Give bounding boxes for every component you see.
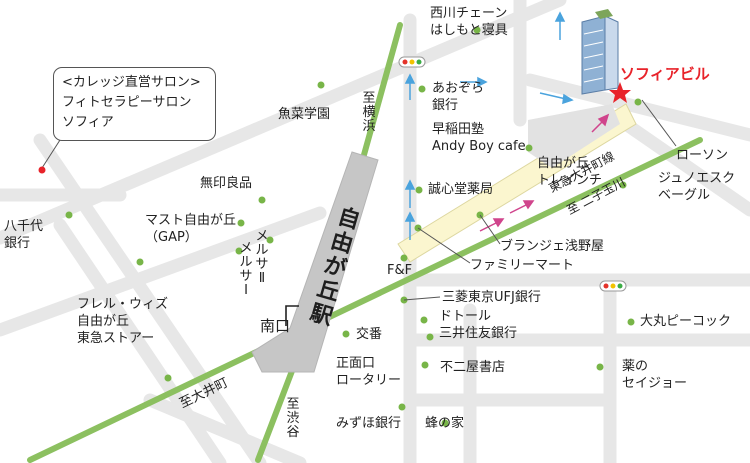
landmark-familymart: ファミリーマート <box>470 258 575 273</box>
callout-line-3: ソフィア <box>62 115 114 130</box>
lawson-leader <box>641 99 677 147</box>
salon-callout: <カレッジ直営サロン> フィトセラピーサロン ソフィア <box>53 67 216 141</box>
landmark-fujiya: 不二屋書店 <box>440 360 506 375</box>
sophia-building-illustration <box>581 9 619 95</box>
landmark-uosai: 魚菜学園 <box>278 107 331 122</box>
landmark-trainchi: 自由が丘トレインチ <box>537 156 603 188</box>
landmark-mast: マスト自由が丘（GAP） <box>145 213 237 245</box>
station-building <box>251 151 379 373</box>
traffic-signals <box>398 56 627 292</box>
south-exit-label: 南口 <box>260 317 291 335</box>
landmark-smbc: 三井住友銀行 <box>439 326 518 341</box>
to-shibuya-label: 至渋谷 <box>286 397 300 440</box>
landmark-frel: フレル・ウィズ自由が丘東急ストアー <box>77 297 169 346</box>
poi-markers <box>65 26 642 427</box>
target-star <box>609 82 631 103</box>
callout-line-1: <カレッジ直営サロン> <box>62 75 201 90</box>
landmark-muji: 無印良品 <box>200 176 253 191</box>
to-yokohama-label: 至横浜 <box>362 91 376 134</box>
station-exit-arrow <box>285 305 299 326</box>
landmark-aozora: あおぞら銀行 <box>432 81 485 113</box>
landmark-doutor: ドトール <box>439 309 492 324</box>
landmark-seijo: 薬のセイジョー <box>622 359 688 391</box>
landmark-nishikawa: 西川チェーンはしもと寝具 <box>430 6 508 38</box>
landmark-seishindo: 誠心堂薬局 <box>428 182 494 197</box>
landmark-mizuho: みずほ銀行 <box>336 416 402 431</box>
landmark-junoesque: ジュノエスクベーグル <box>658 171 736 203</box>
target-building-label: ソフィアビル <box>620 65 710 83</box>
promenade-arrows <box>479 113 610 232</box>
road-west-mid <box>0 206 327 337</box>
landmark-daimaru: 大丸ピーコック <box>640 314 732 329</box>
callout-line-2: フィトセラピーサロン <box>62 95 192 110</box>
landmark-hachinoie: 蜂の家 <box>425 416 465 431</box>
leader-lines <box>403 214 501 301</box>
traffic-arrows <box>404 11 574 240</box>
road-to-yokohama <box>359 22 403 165</box>
trainchi-block <box>528 104 620 168</box>
road-sw <box>143 393 307 463</box>
landmark-blangerie: ブランジェ浅野屋 <box>500 239 605 254</box>
road-to-oimachi <box>27 137 703 463</box>
road-north-east <box>523 73 750 142</box>
road-east-diagonal <box>613 113 750 217</box>
landmark-hachijuni: 八千代銀行 <box>4 219 44 251</box>
landmark-koban: 交番 <box>356 327 383 342</box>
landmark-lawson: ローソン <box>676 148 729 163</box>
callout-leader <box>41 139 61 169</box>
landmark-ff: F&F <box>387 263 413 278</box>
landmark-mufg: 三菱東京UFJ銀行 <box>442 290 541 305</box>
landmark-rotary: 正面口ロータリー <box>336 356 402 388</box>
callout-target-dot <box>38 166 46 174</box>
